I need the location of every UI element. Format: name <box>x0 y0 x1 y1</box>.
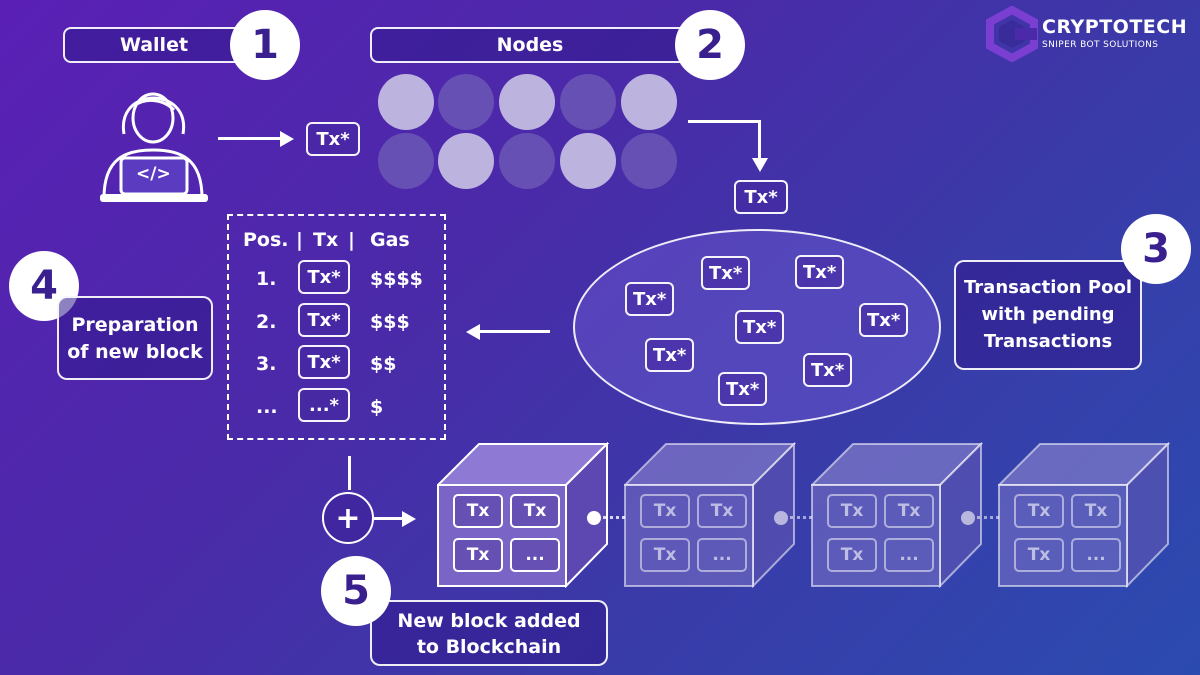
row-tx-box: Tx* <box>298 345 350 379</box>
row-pos: 3. <box>256 353 277 375</box>
connector-block-down <box>348 456 351 490</box>
block-tx-cell: Tx <box>1014 494 1064 528</box>
wallet-label: Wallet <box>63 27 245 63</box>
row-gas: $$$$ <box>370 268 423 290</box>
transaction-pool-label: Transaction Pool with pending Transactio… <box>954 260 1142 370</box>
chain-link-dashes <box>977 516 999 519</box>
row-gas: $$$ <box>370 311 410 333</box>
step-3-badge: 3 <box>1121 214 1191 284</box>
node <box>560 74 616 130</box>
pool-tx-box: Tx* <box>859 303 909 337</box>
pool-tx-box: Tx* <box>718 372 768 406</box>
row-tx-box: Tx* <box>298 260 350 294</box>
row-gas: $$ <box>370 353 397 375</box>
block-tx-cell: Tx <box>453 538 503 572</box>
chain-link-dot <box>774 511 788 525</box>
node <box>438 133 494 189</box>
block-tx-cell: ... <box>884 538 934 572</box>
brand-tagline: SNIPER BOT SOLUTIONS <box>1042 40 1159 50</box>
prep-label: Preparation of new block <box>57 296 213 380</box>
wallet-tx-box: Tx* <box>306 122 360 156</box>
row-pos: 1. <box>256 268 277 290</box>
chain-link-dashes <box>790 516 812 519</box>
block-tx-cell: ... <box>1071 538 1121 572</box>
node <box>621 74 677 130</box>
pool-tx-box: Tx* <box>645 338 695 372</box>
col-separator: | <box>348 229 355 251</box>
node <box>621 133 677 189</box>
row-gas: $ <box>370 396 384 418</box>
step-1-badge: 1 <box>230 10 300 80</box>
col-header-gas: Gas <box>370 229 410 251</box>
chain-link-dot <box>961 511 975 525</box>
chain-link-dashes <box>603 516 625 519</box>
transaction-pool-label-text: Transaction Pool with pending Transactio… <box>964 277 1132 352</box>
block-tx-cell: ... <box>697 538 747 572</box>
arrow-wallet-to-tx <box>218 137 282 140</box>
prep-label-text: Preparation of new block <box>67 314 203 363</box>
node <box>438 74 494 130</box>
step-5-badge: 5 <box>321 556 391 626</box>
block-tx-cell: Tx <box>640 538 690 572</box>
nodes-label: Nodes <box>370 27 690 63</box>
cryptotech-logo-icon <box>986 6 1038 62</box>
node <box>499 133 555 189</box>
node <box>560 133 616 189</box>
nodes-tx-box: Tx* <box>734 180 788 214</box>
arrow-nodes-to-pool <box>688 120 760 123</box>
block-tx-cell: Tx <box>697 494 747 528</box>
pool-tx-box: Tx* <box>795 255 845 289</box>
arrow-plus-to-chain-head <box>402 511 416 527</box>
arrow-plus-to-chain <box>374 517 404 520</box>
block-tx-cell: Tx <box>1071 494 1121 528</box>
row-tx-box: ...* <box>298 388 350 422</box>
block-tx-cell: Tx <box>1014 538 1064 572</box>
row-pos: 2. <box>256 311 277 333</box>
pool-tx-box: Tx* <box>735 310 785 344</box>
block-tx-cell: Tx <box>884 494 934 528</box>
block-tx-cell: Tx <box>510 494 560 528</box>
block-tx-cell: ... <box>510 538 560 572</box>
row-tx-box: Tx* <box>298 303 350 337</box>
col-header-tx: Tx <box>313 229 339 251</box>
col-header-pos: Pos. <box>243 229 289 251</box>
plus-icon: + <box>322 492 374 544</box>
brand-name: CRYPTOTECH <box>1042 16 1188 38</box>
chain-link-dot <box>587 511 601 525</box>
col-separator: | <box>296 229 303 251</box>
arrow-pool-to-block-head <box>466 324 480 340</box>
laptop-code-symbol: </> <box>136 164 171 184</box>
block-added-label-text: New block added to Blockchain <box>397 610 581 658</box>
arrow-nodes-to-pool-head <box>752 158 768 172</box>
block-tx-cell: Tx <box>827 538 877 572</box>
arrow-wallet-to-tx-head <box>280 131 294 147</box>
node <box>378 74 434 130</box>
node <box>499 74 555 130</box>
pool-tx-box: Tx* <box>625 282 675 316</box>
user-laptop-icon <box>100 92 208 202</box>
block-tx-cell: Tx <box>453 494 503 528</box>
step-2-badge: 2 <box>675 10 745 80</box>
new-block-table <box>227 214 446 440</box>
node <box>378 133 434 189</box>
arrow-pool-to-block <box>480 330 550 333</box>
arrow-nodes-to-pool-vertical <box>758 120 761 160</box>
block-tx-cell: Tx <box>827 494 877 528</box>
step-4-badge: 4 <box>9 251 79 321</box>
row-pos: ... <box>256 396 278 418</box>
pool-tx-box: Tx* <box>701 256 751 290</box>
block-added-label: New block added to Blockchain <box>370 600 608 666</box>
block-tx-cell: Tx <box>640 494 690 528</box>
pool-tx-box: Tx* <box>803 353 853 387</box>
